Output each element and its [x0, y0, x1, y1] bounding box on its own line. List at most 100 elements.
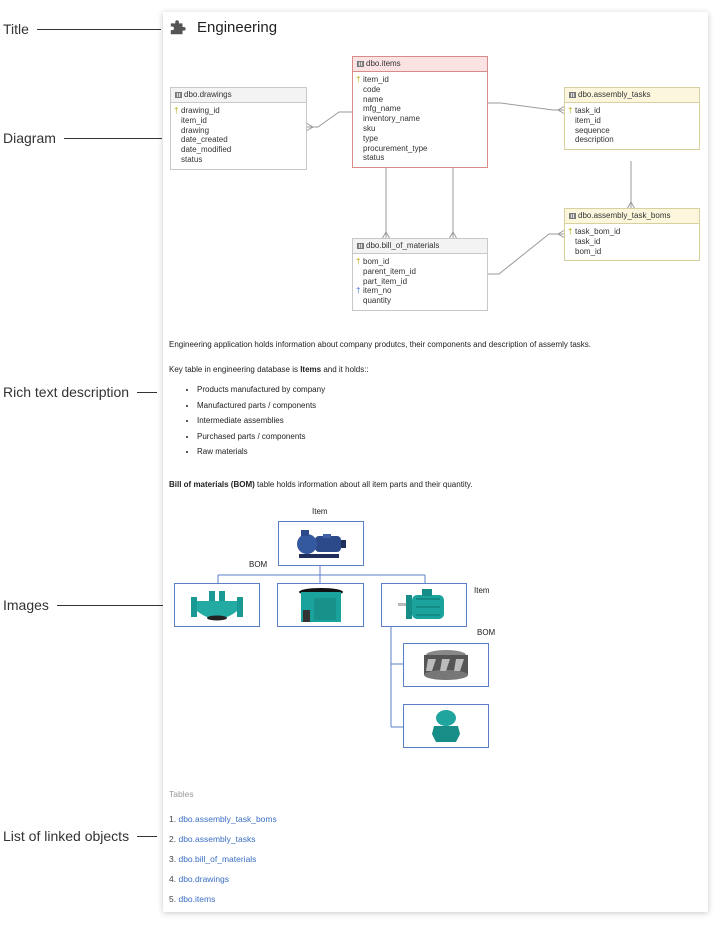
erd-column: type — [353, 134, 487, 144]
pump-housing-icon — [191, 591, 243, 621]
table-grid-icon — [357, 61, 364, 67]
erd-column: status — [353, 153, 487, 163]
erd-column: †item_no — [353, 286, 487, 296]
erd-column-name: drawing_id — [181, 106, 220, 115]
linked-item-number: 5. — [169, 894, 177, 904]
erd-column: quantity — [353, 296, 487, 306]
erd-column-name: mfg_name — [363, 104, 401, 114]
linked-table-link[interactable]: dbo.drawings — [178, 874, 230, 884]
erd-table-header: dbo.assembly_tasks — [565, 88, 699, 103]
primary-key-icon: † — [568, 227, 573, 236]
erd-table-name: dbo.drawings — [184, 90, 232, 99]
callout-linked-label: List of linked objects — [3, 828, 130, 844]
primary-key-icon: † — [356, 75, 361, 84]
table-grid-icon — [175, 92, 182, 98]
linked-item: 1. dbo.assembly_task_boms — [169, 813, 277, 833]
linked-table-link[interactable]: dbo.items — [178, 894, 216, 904]
erd-column: item_id — [565, 116, 699, 126]
erd-column: parent_item_id — [353, 267, 487, 277]
crowfoot-bom-1 — [381, 230, 391, 240]
erd-table-header: dbo.assembly_task_boms — [565, 209, 699, 224]
linked-item: 4. dbo.drawings — [169, 873, 277, 893]
linked-table-link[interactable]: dbo.assembly_task_boms — [178, 814, 277, 824]
erd-column: bom_id — [565, 247, 699, 257]
table-grid-icon — [569, 213, 576, 219]
bullet-item: Intermediate assemblies — [197, 415, 325, 431]
linked-item-number: 4. — [169, 874, 177, 884]
erd-column: †bom_id — [353, 257, 487, 267]
bullet-item: Manufactured parts / components — [197, 400, 325, 416]
erd-column-name: status — [363, 153, 385, 163]
erd-column-name: type — [363, 133, 379, 143]
erd-column: †task_bom_id — [565, 227, 699, 237]
callout-diagram-label: Diagram — [3, 130, 56, 146]
linked-table-link[interactable]: dbo.assembly_tasks — [178, 834, 256, 844]
erd-column: procurement_type — [353, 144, 487, 154]
callout-images-label: Images — [3, 597, 49, 613]
erd-column-name: task_bom_id — [575, 227, 621, 236]
erd-table-name: dbo.bill_of_materials — [366, 241, 440, 250]
page-title: Engineering — [197, 18, 278, 36]
erd-column: mfg_name — [353, 104, 487, 114]
erd-column-name: date_created — [181, 135, 228, 145]
label-item-2: Item — [474, 586, 490, 595]
bom-bold: Bill of materials (BOM) — [169, 480, 255, 489]
description-intro: Engineering application holds informatio… — [169, 340, 592, 349]
erd-column-name: task_id — [575, 106, 601, 115]
callout-line — [56, 604, 163, 606]
relationship-lines — [305, 102, 636, 275]
erd-column-name: code — [363, 84, 381, 94]
linked-table-link[interactable]: dbo.bill_of_materials — [178, 854, 257, 864]
bullet-item: Raw materials — [197, 446, 325, 462]
callout-line — [137, 835, 158, 837]
linked-item: 2. dbo.assembly_tasks — [169, 833, 277, 853]
primary-key-icon: † — [568, 106, 573, 115]
erd-column-name: description — [575, 135, 614, 145]
erd-column-name: item_no — [363, 286, 392, 296]
impeller-icon — [424, 650, 468, 680]
key-table-bold: Items — [300, 365, 322, 374]
document-card: Engineering — [163, 12, 708, 912]
crowfoot-drawings — [305, 122, 315, 132]
erd-column: status — [171, 155, 306, 165]
crowfoot-assembly-tasks — [556, 105, 566, 115]
erd-column: sequence — [565, 126, 699, 136]
callout-rich-text-label: Rich text description — [3, 384, 130, 400]
callout-title-label: Title — [3, 21, 29, 37]
callout-line — [137, 391, 158, 393]
callout-title: Title — [3, 21, 161, 37]
linked-item-number: 1. — [169, 814, 177, 824]
erd-column-name: part_item_id — [363, 276, 408, 286]
callout-linked: List of linked objects — [3, 828, 158, 844]
erd-column: item_id — [171, 116, 306, 126]
key-table-prefix: Key table in engineering database is — [169, 365, 301, 374]
erd-column-name: procurement_type — [363, 143, 428, 153]
erd-column: †drawing_id — [171, 106, 306, 116]
erd-table-name: dbo.items — [366, 59, 401, 68]
linked-item-number: 3. — [169, 854, 177, 864]
crowfoot-task-boms-2 — [556, 229, 566, 239]
bullet-item: Purchased parts / components — [197, 431, 325, 447]
erd-column-name: item_id — [363, 75, 389, 84]
linked-item: 5. dbo.items — [169, 893, 277, 913]
image-pump-housing — [174, 583, 260, 627]
linked-item: 3. dbo.bill_of_materials — [169, 853, 277, 873]
linked-tables-list: 1. dbo.assembly_task_boms 2. dbo.assembl… — [169, 813, 277, 913]
erd-column-name: quantity — [363, 296, 392, 306]
cable-gland-icon — [432, 710, 460, 742]
description-key-table: Key table in engineering database is Ite… — [169, 365, 369, 374]
bom-tree-lines — [217, 566, 426, 728]
callout-line — [63, 137, 162, 139]
linked-item-number: 2. — [169, 834, 177, 844]
callout-rich-text: Rich text description — [3, 384, 158, 400]
image-pump-assembly — [278, 521, 364, 566]
